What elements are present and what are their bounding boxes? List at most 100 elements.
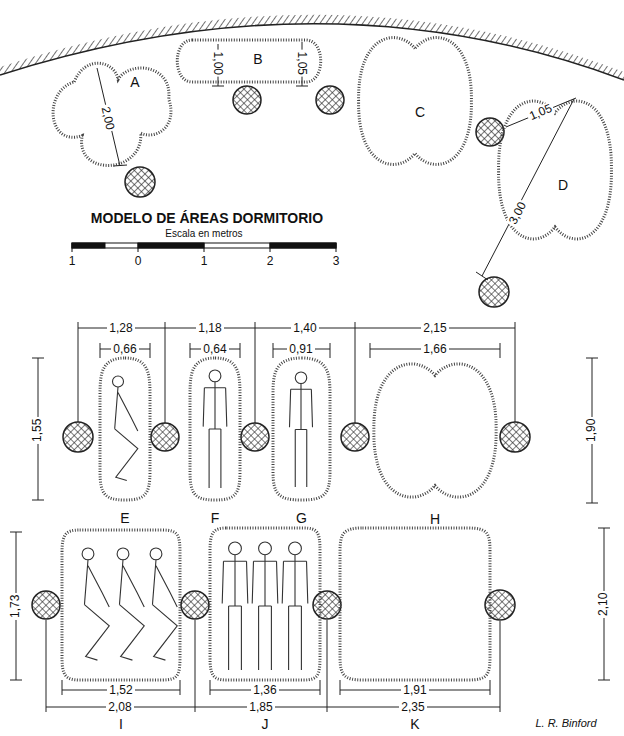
scale-number: 0 [135,255,142,268]
cave-wall [0,15,624,80]
dimension: 1,18 [196,322,223,335]
area-outline [273,358,330,500]
hearths [313,591,341,619]
dimension-lines [586,358,598,503]
area-letter: G [296,511,307,525]
cave-wall [0,15,624,80]
area-letter: C [415,105,425,119]
figure-head [289,542,302,555]
scale-number: 3 [333,255,340,268]
hearths [476,118,504,146]
hearths [181,591,209,619]
dimension: 2,10 [598,590,611,617]
dimension-lines [32,358,44,500]
dimension: 1,40 [291,322,318,335]
sleeping-area: E [100,358,150,500]
figure-head [150,548,162,560]
area-letter: D [558,178,568,192]
dimension: 0,91 [287,343,314,356]
scale-caption: Escala en metros [165,229,242,240]
figure-head [82,548,94,560]
area-outline [62,530,180,680]
scale-number: 1 [201,255,208,268]
dimension: 1,52 [107,684,134,697]
area-outline [177,40,320,82]
dimension-lines [598,528,610,680]
figure-head [117,548,129,560]
dimension-lines [46,620,500,712]
dimension: 3,00 [506,198,530,228]
author-credit: L. R. Binford [535,718,596,730]
dimension-lines [10,42,610,712]
hearths [125,167,155,197]
sleeping-area: G [273,358,330,500]
area-outline [499,101,612,239]
hearths [32,591,60,619]
figure-body [84,560,109,660]
figure-head [209,370,221,382]
area-letter: F [211,511,220,525]
area-letter: B [253,52,262,66]
figure-body [119,560,144,660]
area-outline [190,358,240,500]
dimension: 0,66 [111,343,138,356]
hearths [316,86,344,114]
dimension: 1,05 [526,101,556,123]
dimension-lines [476,99,574,280]
dimension: 1,55 [32,416,45,443]
area-outline [210,528,320,680]
dimension-lines [97,68,127,166]
figure-body [222,555,248,670]
area-outline [100,358,150,500]
dimension-lines [10,532,22,680]
scale-bar [72,243,105,248]
dimension-lines [212,44,224,86]
area-outline [340,528,490,680]
dimension: 0,64 [201,343,228,356]
dimension: 2,35 [399,701,426,714]
hearths [151,423,179,451]
figure-body [252,555,278,670]
area-letter: H [430,512,440,526]
figure-head [295,372,307,384]
scale-number: 2 [267,255,274,268]
dimension-lines [100,343,500,358]
hearths [233,86,261,114]
hearths [63,422,93,452]
area-outline [53,63,171,165]
figure-body [203,382,227,488]
dimension: 1,05 [296,49,309,76]
dimension: 1,85 [247,701,274,714]
human-figures [82,370,312,670]
scale-bar [138,243,204,248]
area-outline [340,528,490,680]
dimension: 1,28 [107,322,134,335]
dimension: 1,00 [212,49,225,76]
dimension: 1,66 [421,343,448,356]
area-outline [355,32,475,170]
area-outline [273,358,330,500]
hearths [500,422,530,452]
dimension-lines [506,98,576,127]
dimension: 1,90 [586,416,599,443]
area-outline [62,530,180,680]
figure-body [290,384,313,488]
scale-bar [270,243,336,248]
area-outline [370,358,500,503]
area-letter: K [410,717,419,731]
scale-bar [72,243,336,252]
hearths [341,423,369,451]
area-letter: E [120,511,129,525]
scale-number: 1 [69,255,76,268]
area-letter: I [119,717,123,731]
sleeping-area: K [340,528,490,680]
dimension-lines [78,322,515,423]
sleeping-area: I [62,530,180,680]
dimension: 2,15 [421,322,448,335]
dimension: 1,91 [401,684,428,697]
area-outline [374,364,496,497]
dimension-lines [296,42,308,86]
area-outline [359,38,472,165]
dimension: 2,00 [99,103,117,132]
